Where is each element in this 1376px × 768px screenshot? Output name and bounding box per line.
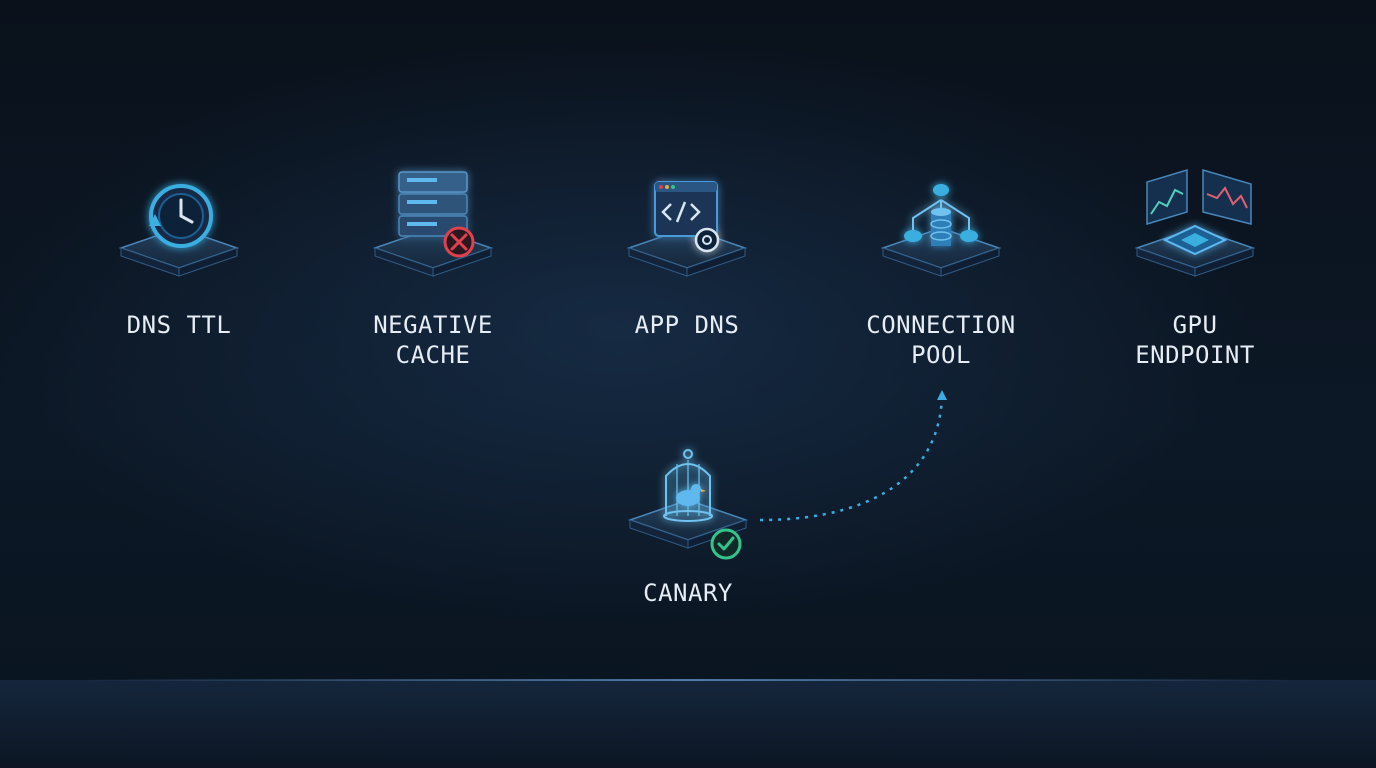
node-connection-pool xyxy=(880,184,1002,277)
node-canary xyxy=(627,449,749,560)
gpu-chip-icon xyxy=(1146,168,1252,256)
birdcage-icon xyxy=(663,449,713,522)
check-badge-icon xyxy=(710,528,742,560)
node-gpu-endpoint xyxy=(1134,168,1256,277)
label-negative-cache: NEGATIVE CACHE xyxy=(373,311,493,369)
server-error-icon xyxy=(398,171,475,258)
node-dns-ttl xyxy=(118,184,240,277)
label-app-dns: APP DNS xyxy=(634,311,740,339)
connectors xyxy=(252,241,1126,522)
line-chart-panel-icon xyxy=(1146,168,1188,226)
error-badge-icon xyxy=(443,226,475,258)
bird-icon xyxy=(676,484,706,506)
database-network-icon xyxy=(904,184,978,246)
label-dns-ttl: DNS TTL xyxy=(126,311,232,339)
dotted-arrow-canary-to-connection-pool xyxy=(759,390,947,522)
label-connection-pool: CONNECTION POOL xyxy=(866,311,1016,369)
node-app-dns xyxy=(626,181,748,277)
error-chart-panel-icon xyxy=(1202,169,1252,225)
label-gpu-endpoint: GPU ENDPOINT xyxy=(1135,311,1255,369)
clock-refresh-icon xyxy=(149,184,213,248)
code-window-icon xyxy=(654,181,720,253)
node-negative-cache xyxy=(372,171,494,277)
floor-glow xyxy=(0,680,1376,768)
floor-line xyxy=(80,679,1296,681)
label-canary: CANARY xyxy=(643,579,733,607)
